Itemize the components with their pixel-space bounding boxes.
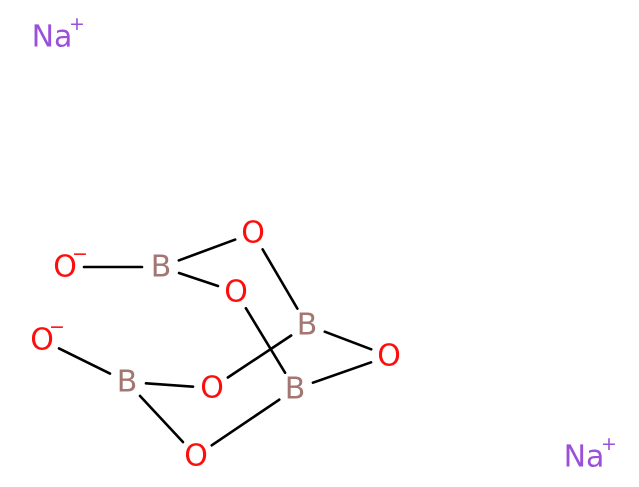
bond-b3-o3 <box>323 330 373 351</box>
atom-na1: Na+ <box>32 13 85 55</box>
bond-b1-o1 <box>177 238 237 262</box>
atom-b2: B <box>117 365 138 400</box>
charge-superscript: − <box>49 316 65 338</box>
atom-label: Na <box>32 20 73 55</box>
atom-o1: O <box>241 216 265 251</box>
atom-o5: O <box>184 439 208 474</box>
atom-label: O <box>184 439 208 474</box>
bond-o2-b4 <box>244 306 287 375</box>
atom-label: O <box>241 216 265 251</box>
bond-o-minus-2-b2 <box>57 347 112 375</box>
bond-b2-o4 <box>144 382 195 388</box>
atom-label: O <box>200 371 224 406</box>
atom-label: O <box>30 323 54 358</box>
charge-superscript: − <box>72 243 88 265</box>
bond-o1-b3 <box>261 248 299 310</box>
atom-o2: O <box>224 275 248 310</box>
atom-label: B <box>297 308 318 343</box>
charge-superscript: + <box>69 13 85 35</box>
atom-o4: O <box>200 371 224 406</box>
atom-b3: B <box>297 308 318 343</box>
atom-o-minus-1: O− <box>53 243 88 285</box>
atom-label: B <box>285 372 306 407</box>
atom-b1: B <box>151 250 172 285</box>
atom-label: O <box>377 339 401 374</box>
atom-na2: Na+ <box>564 433 617 475</box>
atom-label: B <box>151 250 172 285</box>
atom-label: O <box>53 250 77 285</box>
atom-o-minus-2: O− <box>30 316 65 358</box>
atom-label: Na <box>564 440 605 475</box>
atom-label: O <box>224 275 248 310</box>
atom-o3: O <box>377 339 401 374</box>
bond-o5-b4 <box>210 398 281 447</box>
bond-b2-o5 <box>138 394 185 444</box>
bond-o3-b4 <box>311 360 373 385</box>
bond-b1-o2 <box>177 271 220 288</box>
atom-b4: B <box>285 372 306 407</box>
atom-label: B <box>117 365 138 400</box>
charge-superscript: + <box>601 433 617 455</box>
bond-o4-b3 <box>226 334 293 379</box>
bonds-layer <box>57 238 373 447</box>
